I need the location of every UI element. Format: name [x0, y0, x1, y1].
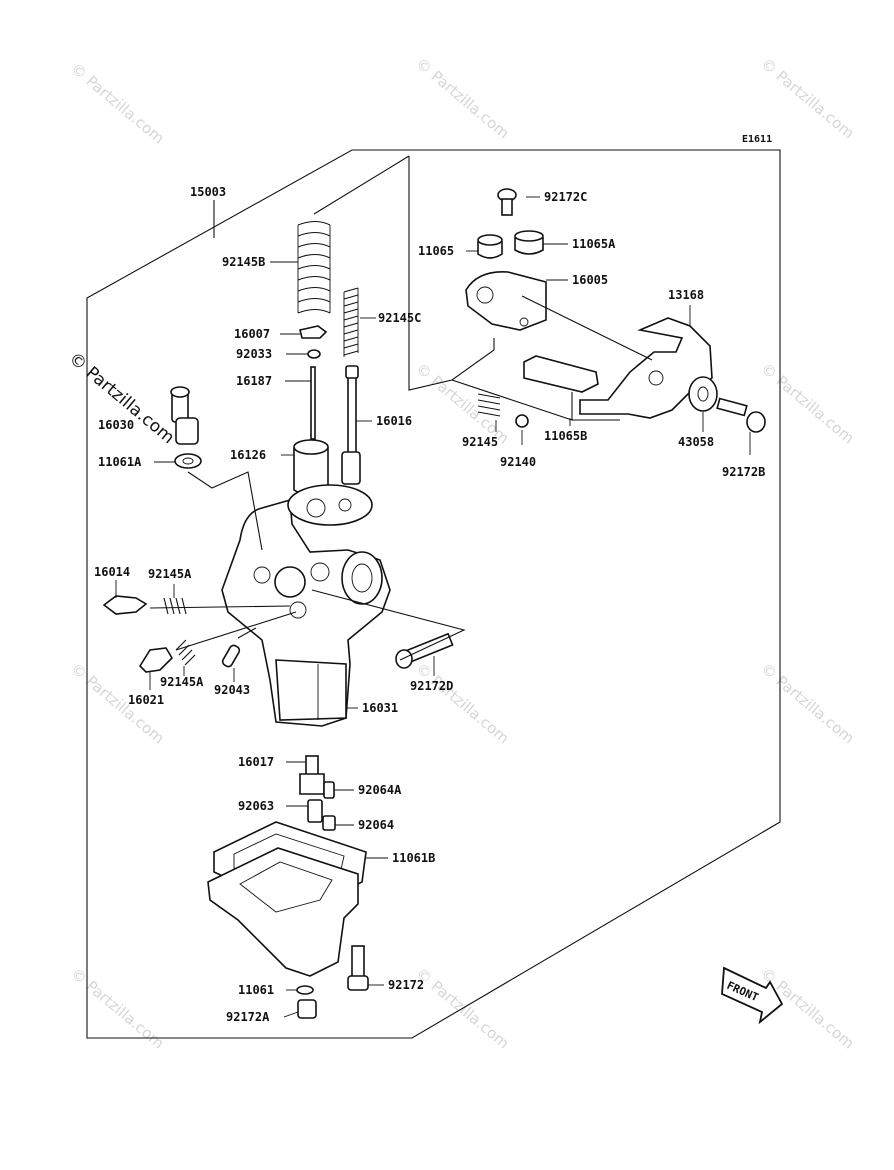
- label-92064A: 92064A: [358, 783, 402, 797]
- label-16021: 16021: [128, 693, 164, 707]
- label-92145C: 92145C: [378, 311, 421, 325]
- diagram-code: E1611: [742, 134, 772, 145]
- watermark: © Partzilla.com: [757, 54, 857, 142]
- label-16017: 16017: [238, 755, 274, 769]
- watermark-layer: © Partzilla.com © Partzilla.com © Partzi…: [67, 54, 857, 1052]
- label-16014: 16014: [94, 565, 130, 579]
- label-13168: 13168: [668, 288, 704, 302]
- jet-holder-92063: [307, 799, 323, 823]
- fitting-16030: [170, 386, 199, 445]
- jet-92064A: [323, 781, 335, 799]
- label-92145A-upper: 92145A: [148, 567, 192, 581]
- label-11061A: 11061A: [98, 455, 142, 469]
- plug-92172A: [297, 999, 317, 1019]
- gasket-11061: [296, 985, 314, 995]
- part-labels: 15003 92172C 11065 11065A 16005 13168 92…: [94, 185, 765, 1024]
- spring-92145A-lower: [175, 639, 196, 666]
- jet-92064: [322, 815, 336, 831]
- lever-13168: [579, 317, 713, 419]
- label-16030: 16030: [98, 418, 134, 432]
- pad-11065B: [523, 355, 599, 393]
- front-arrow-icon: FRONT: [721, 966, 784, 1025]
- watermark: © Partzilla.com: [412, 54, 512, 142]
- spring-92145A-upper: [163, 597, 187, 615]
- label-92063: 92063: [238, 799, 274, 813]
- label-11065B: 11065B: [544, 429, 587, 443]
- float-bowl: [207, 847, 359, 977]
- needle-16187: [310, 366, 316, 440]
- label-11061B: 11061B: [392, 851, 435, 865]
- watermark: © Partzilla.com: [757, 659, 857, 747]
- ball-92140: [515, 414, 529, 428]
- label-92172A: 92172A: [226, 1010, 270, 1024]
- label-92172C: 92172C: [544, 190, 587, 204]
- label-15003: 15003: [190, 185, 226, 199]
- screw-92172B: [716, 397, 766, 433]
- carburetor-body: [221, 484, 391, 727]
- label-92172: 92172: [388, 978, 424, 992]
- label-92172B: 92172B: [722, 465, 765, 479]
- spring-92145: [477, 393, 501, 417]
- label-16126: 16126: [230, 448, 266, 462]
- label-43058: 43058: [678, 435, 714, 449]
- label-11061: 11061: [238, 983, 274, 997]
- label-92145B: 92145B: [222, 255, 265, 269]
- label-11065: 11065: [418, 244, 454, 258]
- screw-92172: [347, 945, 369, 991]
- label-92145: 92145: [462, 435, 498, 449]
- label-16007: 16007: [234, 327, 270, 341]
- label-92043: 92043: [214, 683, 250, 697]
- label-92064: 92064: [358, 818, 394, 832]
- spring-92145B: [297, 220, 331, 314]
- assembly-boundary: [86, 149, 781, 1039]
- side-watermark: © Partzilla.com: [65, 349, 178, 449]
- label-92033: 92033: [236, 347, 272, 361]
- watermark: © Partzilla.com: [757, 359, 857, 447]
- cap-11065: [477, 234, 503, 259]
- label-11065A: 11065A: [572, 237, 616, 251]
- label-leaders: [115, 196, 751, 1018]
- starter-plunger-16016: [341, 365, 361, 485]
- watermark: © Partzilla.com: [412, 659, 512, 747]
- label-92140: 92140: [500, 455, 536, 469]
- leader-lines: [149, 155, 653, 661]
- washer-43058: [688, 376, 718, 412]
- label-16005: 16005: [572, 273, 608, 287]
- clip-16007: [299, 325, 328, 339]
- ring-92033: [307, 349, 321, 359]
- screw-92172C: [497, 188, 517, 216]
- throttle-valve-16126: [293, 439, 329, 496]
- pin-92043: [221, 644, 241, 668]
- watermark: © Partzilla.com: [67, 59, 167, 147]
- label-16031: 16031: [362, 701, 398, 715]
- watermark: © Partzilla.com: [67, 964, 167, 1052]
- cap-11065A: [514, 230, 544, 255]
- screw-16021: [138, 647, 174, 673]
- needle-jet-16017: [299, 755, 325, 795]
- screw-16014: [102, 595, 148, 615]
- holder-16005: [465, 271, 547, 331]
- spring-92145C: [343, 287, 359, 357]
- label-92172D: 92172D: [410, 679, 453, 693]
- label-16016: 16016: [376, 414, 412, 428]
- label-16187: 16187: [236, 374, 272, 388]
- gasket-11061A: [174, 453, 202, 469]
- label-92145A-lower: 92145A: [160, 675, 204, 689]
